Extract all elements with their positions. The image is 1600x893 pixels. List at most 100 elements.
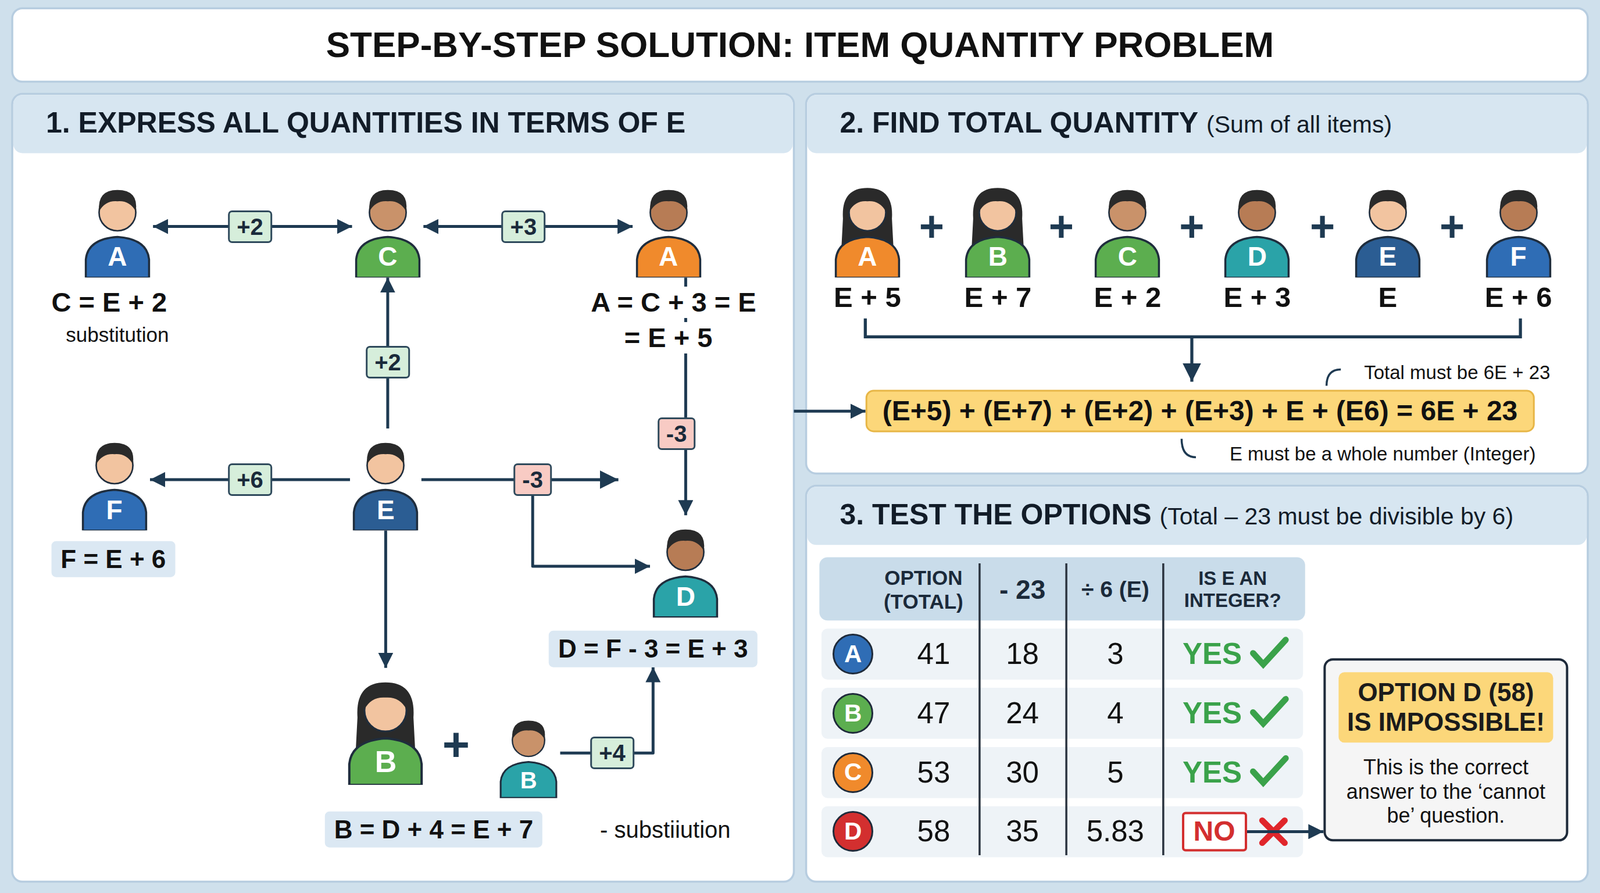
person-icon: C	[352, 175, 424, 278]
person-icon: F	[1482, 175, 1555, 278]
box-box: D = F - 3 = E + 3	[548, 630, 757, 668]
label: IS E AN INTEGER?	[1173, 568, 1292, 613]
equation: B = D + 4 = E + 7	[334, 815, 534, 845]
label: - 23	[999, 574, 1046, 606]
heading: 2. FIND TOTAL QUANTITY	[839, 106, 1199, 141]
person-icon: A	[81, 175, 153, 278]
box-box: F = E + 6	[51, 540, 175, 578]
panel-heading: 2. FIND TOTAL QUANTITY(Sum of all items)	[839, 106, 1392, 141]
person-letter: C	[1091, 241, 1164, 273]
verdict: NO	[1193, 815, 1236, 848]
label: - substiiution	[600, 816, 731, 844]
label: +	[1309, 201, 1335, 252]
title-bar	[12, 8, 1588, 82]
label: E + 2	[1093, 280, 1162, 314]
label: 47	[917, 695, 951, 731]
person-letter: F	[78, 494, 150, 526]
check-mark	[1252, 698, 1286, 724]
panel-heading: 1. EXPRESS ALL QUANTITIES IN TERMS OF E	[45, 106, 686, 141]
panel-header	[806, 486, 1587, 545]
label: 5.83	[1086, 814, 1145, 849]
label: E + 3	[1223, 280, 1291, 314]
leader-curve	[1181, 438, 1196, 458]
connector	[384, 530, 388, 669]
label: +	[442, 718, 470, 773]
hair	[369, 189, 407, 212]
hair	[1108, 189, 1146, 212]
heading: 3. TEST THE OPTIONS	[839, 498, 1152, 533]
equation: F = E + 6	[60, 544, 166, 574]
person-icon: B	[962, 175, 1034, 278]
badge-box: D	[832, 811, 874, 852]
panel: 1. EXPRESS ALL QUANTITIES IN TERMS OF E A…	[12, 93, 794, 882]
label: 41	[917, 637, 951, 672]
label: 5	[1106, 755, 1124, 790]
person-letter: A	[81, 241, 153, 273]
label: C = E + 2	[51, 286, 168, 318]
hair	[650, 189, 688, 212]
label: YES	[1182, 695, 1242, 731]
connector	[794, 409, 866, 413]
panel-header	[806, 94, 1587, 153]
badge-box: B	[832, 693, 874, 734]
no-box: NO	[1181, 812, 1248, 852]
person-letter: A	[632, 241, 705, 273]
panel-heading: 3. TEST THE OPTIONS(Total – 23 must be d…	[839, 498, 1514, 533]
connector	[1247, 830, 1324, 834]
option-letter: D	[844, 817, 862, 846]
box-box: B = D + 4 = E + 7	[325, 811, 543, 849]
panel-ground	[12, 94, 794, 882]
check-mark	[1252, 640, 1286, 665]
heading: 1. EXPRESS ALL QUANTITIES IN TERMS OF E	[45, 106, 686, 141]
table-row	[821, 747, 1303, 799]
edge-label: +6	[227, 463, 273, 496]
heading-note: (Sum of all items)	[1206, 111, 1392, 139]
label: 18	[1005, 637, 1039, 672]
label: A = C + 3 = E	[586, 286, 761, 318]
person-letter: E	[1352, 241, 1424, 273]
panel-ground	[806, 94, 1588, 474]
sum-arrow	[1190, 336, 1194, 382]
leader-curve	[1326, 369, 1342, 386]
person-icon: A	[831, 175, 903, 278]
formula-box: (E+5) + (E+7) + (E+2) + (E+3) + E + (E6)…	[865, 390, 1535, 433]
person-letter: A	[831, 241, 903, 273]
label: E + 5	[833, 280, 902, 314]
person-icon: D	[650, 515, 722, 618]
panel-ground	[806, 486, 1588, 882]
person-letter: C	[352, 241, 424, 273]
label: E + 6	[1484, 280, 1553, 314]
person-letter: B	[962, 241, 1034, 273]
hair	[979, 189, 1017, 212]
edge-label: -3	[657, 417, 696, 450]
callout-heading: OPTION D (58) IS IMPOSSIBLE!	[1338, 672, 1553, 743]
label: 24	[1005, 695, 1039, 731]
label: ÷ 6 (E)	[1081, 576, 1150, 603]
hair	[364, 684, 407, 709]
table-header	[819, 556, 1305, 621]
person-icon: A	[632, 175, 705, 278]
edge-label: +2	[227, 210, 273, 244]
panel-header	[13, 94, 794, 153]
panel: 2. FIND TOTAL QUANTITY(Sum of all items)…	[806, 93, 1588, 474]
option-letter: B	[844, 699, 862, 728]
label: E	[1378, 280, 1398, 314]
table-row	[821, 628, 1303, 680]
person-letter: D	[650, 581, 722, 613]
check-mark	[1252, 758, 1286, 783]
edge-label: +4	[590, 736, 635, 770]
label: +	[1048, 201, 1074, 252]
hair	[848, 189, 887, 212]
label: +	[1179, 201, 1205, 252]
hair	[512, 720, 545, 740]
person-icon: E	[1352, 175, 1424, 278]
label: E must be a whole number (Integer)	[1229, 443, 1536, 466]
label: +	[1439, 201, 1465, 252]
hair	[98, 189, 137, 212]
label: OPTION (TOTAL)	[872, 566, 975, 614]
hair	[1369, 189, 1407, 212]
table-row	[821, 687, 1303, 739]
label: YES	[1182, 755, 1242, 790]
callout-box: OPTION D (58) IS IMPOSSIBLE!This is the …	[1323, 658, 1569, 842]
column-separator	[979, 563, 1164, 856]
